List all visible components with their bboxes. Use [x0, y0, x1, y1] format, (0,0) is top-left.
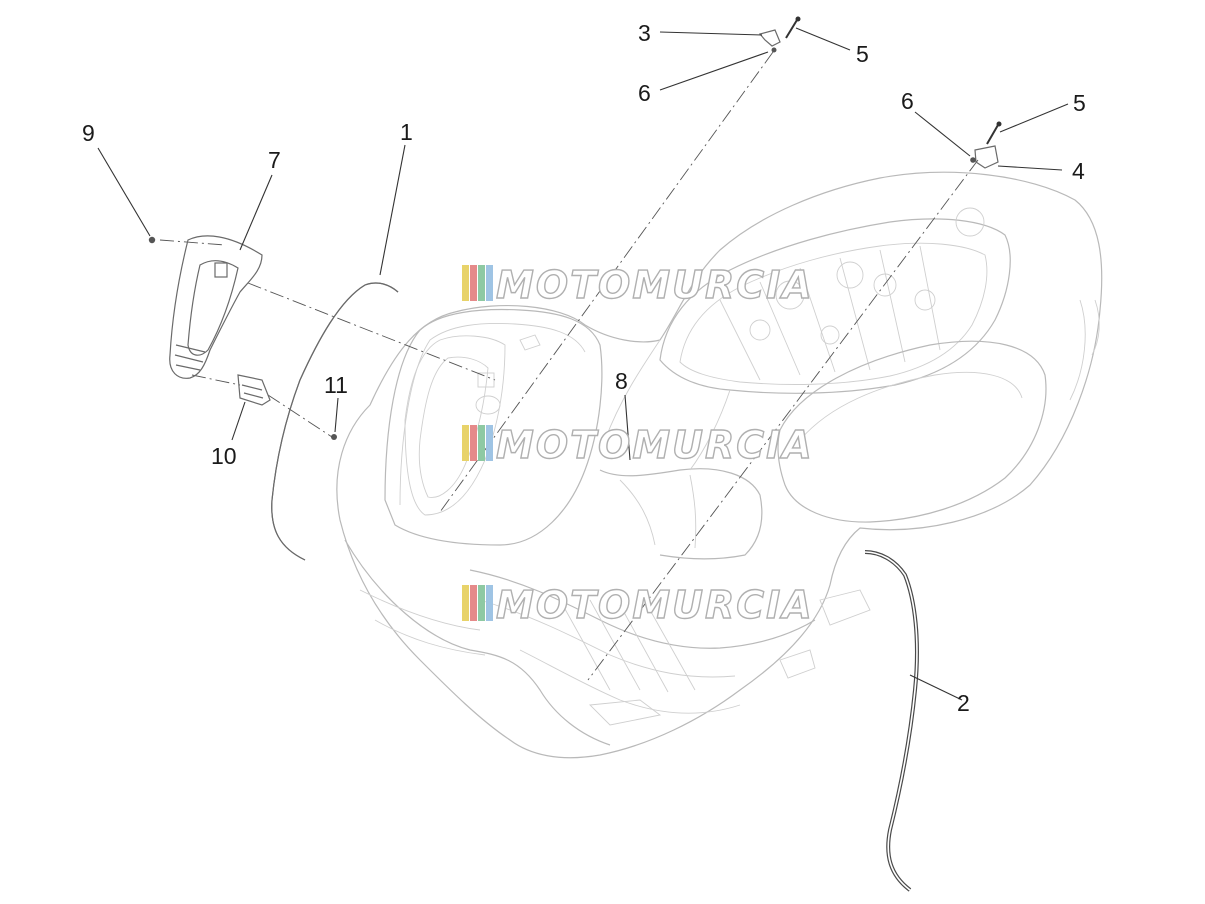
- watermark-stripe: [462, 425, 469, 461]
- watermark-stripe: [470, 585, 477, 621]
- watermark-stripe: [470, 265, 477, 301]
- fastener-part-9: [148, 236, 156, 244]
- scooter-body-frame: [336, 171, 1103, 759]
- watermark-stripe: [486, 265, 493, 301]
- callout-5-top: 5: [856, 41, 869, 67]
- screw-part-5-top: [785, 16, 801, 39]
- fastener-part-11: [331, 434, 337, 440]
- callout-2: 2: [957, 690, 970, 716]
- callout-1: 1: [400, 119, 413, 145]
- watermark-stripe: [462, 585, 469, 621]
- clip-part-3: [758, 29, 781, 47]
- watermark-text: MOTOMURCIA: [496, 583, 814, 627]
- emblem-part-10: [237, 374, 271, 406]
- nut-part-6-top: [771, 47, 777, 53]
- center-cover-part-7: [169, 235, 263, 379]
- watermark-top: MOTOMURCIA: [462, 262, 814, 308]
- watermark-stripe: [470, 425, 477, 461]
- watermark-stripe: [478, 425, 485, 461]
- callout-9: 9: [82, 120, 95, 146]
- front-edge-trim-highlight: [271, 282, 399, 561]
- watermark-stripe: [462, 265, 469, 301]
- callout-5-right: 5: [1073, 90, 1086, 116]
- callout-6-top: 6: [638, 80, 651, 106]
- watermark-text: MOTOMURCIA: [496, 423, 814, 467]
- front-edge-trim: [271, 282, 399, 561]
- watermark-stripe: [486, 585, 493, 621]
- callout-3: 3: [638, 20, 651, 46]
- callout-labels: 1 2 3 4 5 5 6 6 7 8 9 10 11: [82, 20, 1086, 716]
- callout-8: 8: [615, 368, 628, 394]
- assembly-center-lines: [159, 51, 979, 681]
- leader-lines: [97, 27, 1069, 701]
- watermark-stripe: [486, 425, 493, 461]
- callout-11: 11: [324, 372, 348, 398]
- callout-7: 7: [268, 147, 281, 173]
- callout-4: 4: [1072, 158, 1085, 184]
- watermark-stripe: [478, 585, 485, 621]
- watermark-stripe: [478, 265, 485, 301]
- callout-10: 10: [211, 443, 237, 469]
- clip-part-4: [974, 145, 999, 169]
- nut-part-6-right: [970, 157, 976, 163]
- watermark-middle: MOTOMURCIA: [462, 422, 814, 468]
- rear-edge-trim-highlight: [864, 551, 918, 891]
- rear-edge-trim: [864, 550, 919, 892]
- screw-part-5-right: [986, 121, 1002, 145]
- watermark-text: MOTOMURCIA: [496, 263, 814, 307]
- callout-6-right: 6: [901, 88, 914, 114]
- watermark-bottom: MOTOMURCIA: [462, 582, 814, 628]
